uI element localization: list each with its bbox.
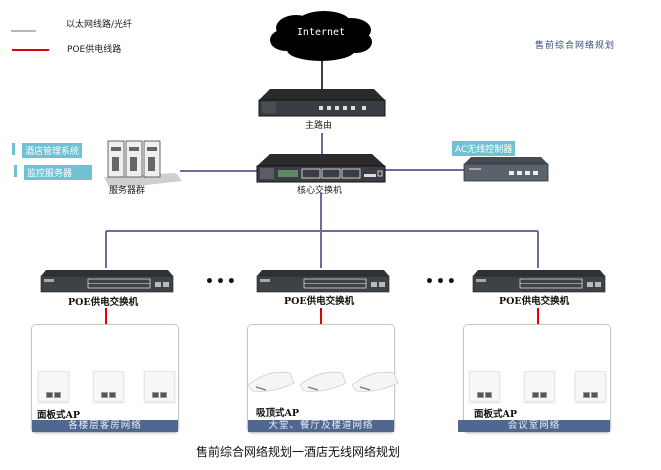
tag-bar-1 [12,143,15,155]
zone-footer: 各楼层客房网络 [32,420,178,432]
poe-switch-3[interactable] [472,270,606,294]
ellipsis-1: ••• [205,274,238,290]
zone-lobby: 吸顶式AP 大堂、餐厅及楼道网络 [247,324,399,433]
poe-switch-1-label: POE供电交换机 [68,297,139,308]
zone-footer: 会议室网络 [458,420,610,432]
panel-ap-icon[interactable] [469,371,500,402]
ac-controller-label: AC无线控制器 [452,141,516,156]
cloud-icon [270,11,372,61]
ac-controller[interactable] [463,157,549,183]
main-router[interactable] [258,89,386,117]
ap-type-label: 面板式AP [474,409,518,420]
ap-type-label: 吸顶式AP [256,408,300,419]
diagram-caption: 售前综合网络规划一酒店无线网络规划 [196,445,401,459]
poe-switch-2-label: POE供电交换机 [284,296,355,307]
zone-footer: 大堂、餐厅及楼道网络 [248,420,394,432]
panel-ap-icon[interactable] [575,371,606,402]
ap-type-label: 面板式AP [37,410,81,421]
legend-poe-label: POE供电线路 [67,45,122,55]
panel-ap-icon[interactable] [93,371,124,402]
internet-label: Internet [296,27,346,38]
poe-switch-2[interactable] [256,270,390,294]
ceiling-ap-icon [299,371,347,392]
poe-switch-icon [256,270,390,293]
poe-switch-1[interactable] [40,270,174,294]
zone-guest-rooms: 面板式AP 各楼层客房网络 [31,324,179,433]
poe-switch-icon [472,270,606,293]
core-switch-label: 核心交换机 [297,186,343,196]
server-cluster[interactable] [96,137,182,189]
ceiling-ap-icon [351,371,399,392]
core-switch-icon [256,154,386,183]
ellipsis-2: ••• [425,274,458,290]
plan-title: 售前综合网络规划 [535,41,616,51]
server-cluster-icon [104,140,182,189]
server-cluster-label: 服务器群 [109,186,146,196]
server-tag-hotel-system: 酒店管理系统 [22,143,83,158]
router-icon [258,89,386,117]
router-label: 主路由 [305,121,333,131]
ac-controller-icon [463,157,549,182]
internet-cloud: Internet [266,10,376,62]
legend-ethernet-label: 以太网线路/光纤 [65,20,133,30]
core-switch[interactable] [256,154,386,184]
panel-ap-icon[interactable] [524,371,555,402]
poe-switch-3-label: POE供电交换机 [499,296,570,307]
server-tag-monitor: 监控服务器 [24,165,92,180]
tag-bar-2 [14,165,17,177]
panel-ap-icon[interactable] [38,371,69,402]
zone-meeting-rooms: 面板式AP 会议室网络 [458,324,611,433]
panel-ap-icon[interactable] [144,371,175,402]
ceiling-ap-icon [247,371,295,392]
poe-switch-icon [40,270,174,293]
ceiling-ap-icons [247,371,399,392]
